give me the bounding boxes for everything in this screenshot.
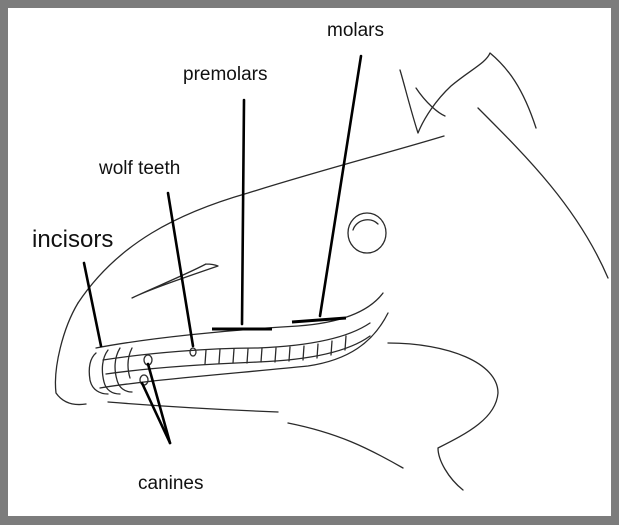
lower-jaw bbox=[108, 402, 278, 412]
diagram-canvas: molars premolars wolf teeth incisors can… bbox=[8, 8, 611, 516]
wolf-teeth-pointer bbox=[168, 193, 193, 346]
throat-line bbox=[288, 423, 403, 468]
ear-outline bbox=[400, 53, 536, 133]
premolars-label: premolars bbox=[183, 64, 267, 86]
wolf-tooth-mark bbox=[190, 348, 196, 356]
neck-outline bbox=[478, 108, 608, 278]
muzzle-outline bbox=[55, 303, 86, 405]
incisors-label: incisors bbox=[32, 226, 113, 254]
jowl-outline bbox=[388, 343, 498, 490]
mouth-upper bbox=[96, 293, 383, 348]
eye bbox=[348, 213, 386, 253]
nostril bbox=[132, 264, 218, 298]
molars-bar bbox=[292, 318, 346, 322]
wolf-teeth-label: wolf teeth bbox=[99, 158, 180, 180]
incisors-pointer bbox=[84, 263, 101, 346]
eye-inner bbox=[353, 220, 378, 230]
ear-inner bbox=[416, 88, 445, 116]
premolars-pointer bbox=[242, 100, 244, 324]
canines-label: canines bbox=[138, 473, 204, 495]
molars-label: molars bbox=[327, 20, 384, 42]
molars-pointer bbox=[320, 56, 361, 316]
horse-head-sketch bbox=[8, 8, 611, 516]
